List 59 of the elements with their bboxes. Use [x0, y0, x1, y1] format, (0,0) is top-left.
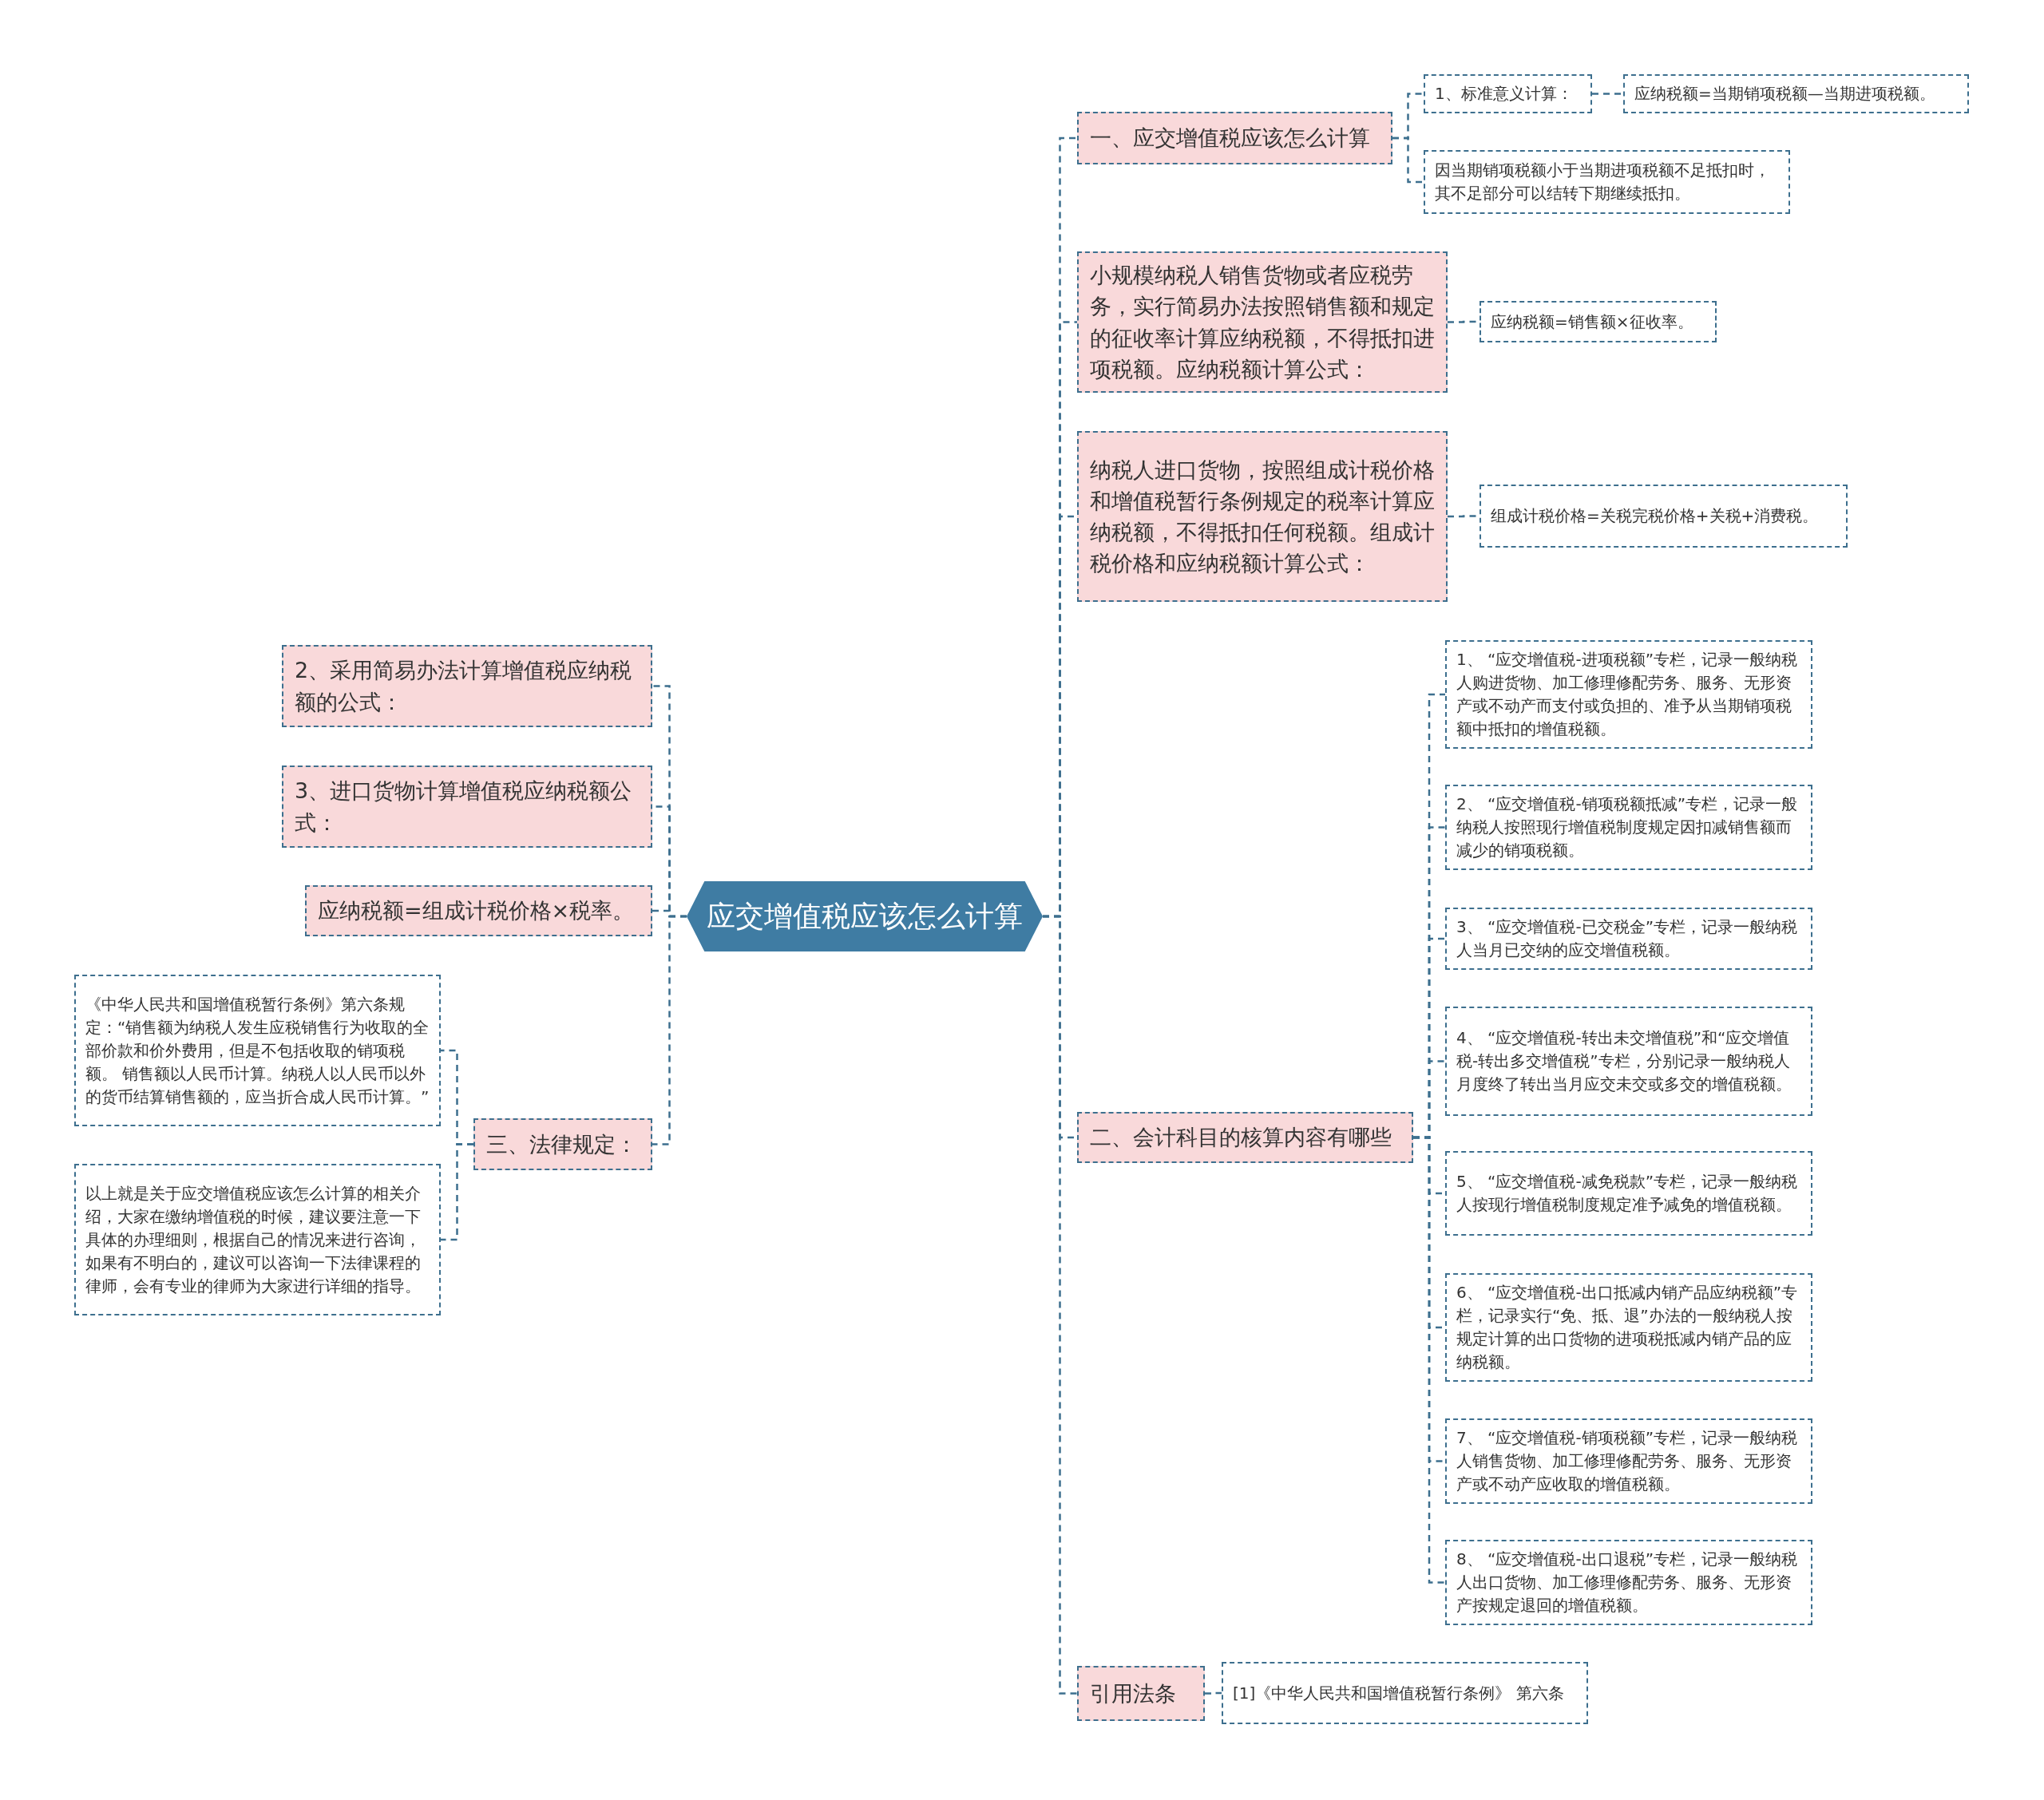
- note-text: 以上就是关于应交增值税应该怎么计算的相关介绍，大家在缴纳增值税的时候，建议要注意一下具体的办理细则，根据自己的情况来进行咨询，如果有不明白的，建议可以咨询一下法律课程的律师，会有专业的律师为大家进行详细的指导。: [85, 1182, 422, 1297]
- connector-line: [1392, 136, 1424, 184]
- note-text: 组成计税价格=关税完税价格+关税+消费税。: [1491, 505, 1819, 527]
- note-text: 5、 “应交增值税-减免税款”专栏，记录一般纳税人按现行增值税制度规定准予减免的增值税额。: [1456, 1171, 1799, 1216]
- note-text: 《中华人民共和国增值税暂行条例》第六条规定：“销售额为纳税人发生应税销售行为收取的全部价款和价外费用，但是不包括收取的销项税额。 销售额以人民币计算。纳税人以人民币以外的货币结算销售额的，应当折合成人民币计算。”: [85, 993, 430, 1108]
- note-box: [1480, 485, 1848, 548]
- connector-line: [1592, 93, 1623, 95]
- branch-box: [1077, 112, 1392, 164]
- note-box: [1445, 1273, 1812, 1382]
- note-box: [1424, 150, 1790, 214]
- topic-hexagon: [687, 881, 1043, 951]
- connector-line: [652, 915, 687, 1145]
- note-box: [1424, 74, 1592, 113]
- branch-text: 小规模纳税人销售货物或者应税劳务，实行简易办法按照销售额和规定的征收率计算应纳税额，不得抵扣进项税额。应纳税额计算公式：: [1090, 262, 1435, 383]
- note-text: 2、 “应交增值税-销项税额抵减”专栏，记录一般纳税人按照现行增值税制度规定因扣减销售额而减少的销项税额。: [1456, 793, 1799, 861]
- note-box: [1222, 1662, 1588, 1724]
- note-text: 应纳税额=销售额×征收率。: [1491, 311, 1693, 333]
- note-text: 1、标准意义计算：: [1435, 83, 1573, 105]
- note-box: [1445, 1151, 1812, 1236]
- note-box: [74, 1164, 441, 1315]
- branch-box: [282, 765, 652, 848]
- note-box: [1445, 1540, 1812, 1625]
- note-text: 应纳税额=当期销项税额—当期进项税额。: [1634, 83, 1935, 105]
- branch-box: [282, 645, 652, 727]
- note-text: 4、 “应交增值税-转出未交增值税”和“应交增值税-转出多交增值税”专栏，分别记录一般纳税人月度终了转出当月应交未交或多交的增值税额。: [1456, 1027, 1792, 1095]
- branch-text: 应纳税额=组成计税价格×税率。: [318, 897, 635, 925]
- note-box: [1445, 640, 1812, 749]
- note-text: 1、 “应交增值税-进项税额”专栏，记录一般纳税人购进货物、加工修理修配劳务、服务、无形资产或不动产而支付或负担的、准予从当期销项税额中抵扣的增值税额。: [1456, 649, 1799, 740]
- branch-text: 二、会计科目的核算内容有哪些: [1090, 1124, 1392, 1152]
- note-box: [1445, 785, 1812, 870]
- branch-box: [473, 1118, 652, 1170]
- branch-text: 三、法律规定：: [486, 1130, 637, 1158]
- branch-box: [305, 885, 652, 936]
- branch-text: 纳税人进口货物，按照组成计税价格和增值税暂行条例规定的税率计算应纳税额，不得抵扣任何税额。组成计税价格和应纳税额计算公式：: [1090, 456, 1435, 578]
- note-box: [1445, 1418, 1812, 1504]
- branch-box: [1077, 431, 1448, 602]
- note-box: [74, 975, 441, 1126]
- branch-box: [1077, 251, 1448, 393]
- note-text: 因当期销项税额小于当期进项税额不足抵扣时，其不足部分可以结转下期继续抵扣。: [1435, 160, 1771, 204]
- note-text: 8、 “应交增值税-出口退税”专栏，记录一般纳税人出口货物、加工修理修配劳务、服务、无形资产按规定退回的增值税额。: [1456, 1549, 1799, 1616]
- topic-text: 应交增值税应该怎么计算: [707, 898, 1023, 934]
- connector-line: [1413, 1136, 1445, 1584]
- branch-text: 引用法条: [1090, 1679, 1176, 1707]
- note-text: [1]《中华人民共和国增值税暂行条例》 第六条: [1233, 1682, 1564, 1704]
- branch-text: 一、应交增值税应该怎么计算: [1090, 125, 1370, 152]
- connector-line: [1043, 915, 1077, 1695]
- note-box: [1445, 908, 1812, 970]
- note-text: 3、 “应交增值税-已交税金”专栏，记录一般纳税人当月已交纳的应交增值税额。: [1456, 916, 1799, 961]
- note-box: [1445, 1007, 1812, 1116]
- branch-box: [1077, 1666, 1205, 1721]
- branch-text: 3、进口货物计算增值税应纳税额公式：: [295, 777, 633, 837]
- connector-line: [1205, 1691, 1222, 1695]
- connector-line: [441, 1143, 473, 1241]
- note-text: 6、 “应交增值税-出口抵减内销产品应纳税额”专栏，记录实行“免、抵、退”办法的一般纳税人按规定计算的出口货物的进项税抵减内销产品的应纳税额。: [1456, 1282, 1799, 1373]
- note-box: [1480, 301, 1717, 342]
- note-text: 7、 “应交增值税-销项税额”专栏，记录一般纳税人销售货物、加工修理修配劳务、服务、无形资产或不动产应收取的增值税额。: [1456, 1427, 1799, 1495]
- note-box: [1623, 74, 1969, 113]
- branch-text: 2、采用简易办法计算增值税应纳税额的公式：: [295, 657, 633, 716]
- branch-box: [1077, 1112, 1413, 1163]
